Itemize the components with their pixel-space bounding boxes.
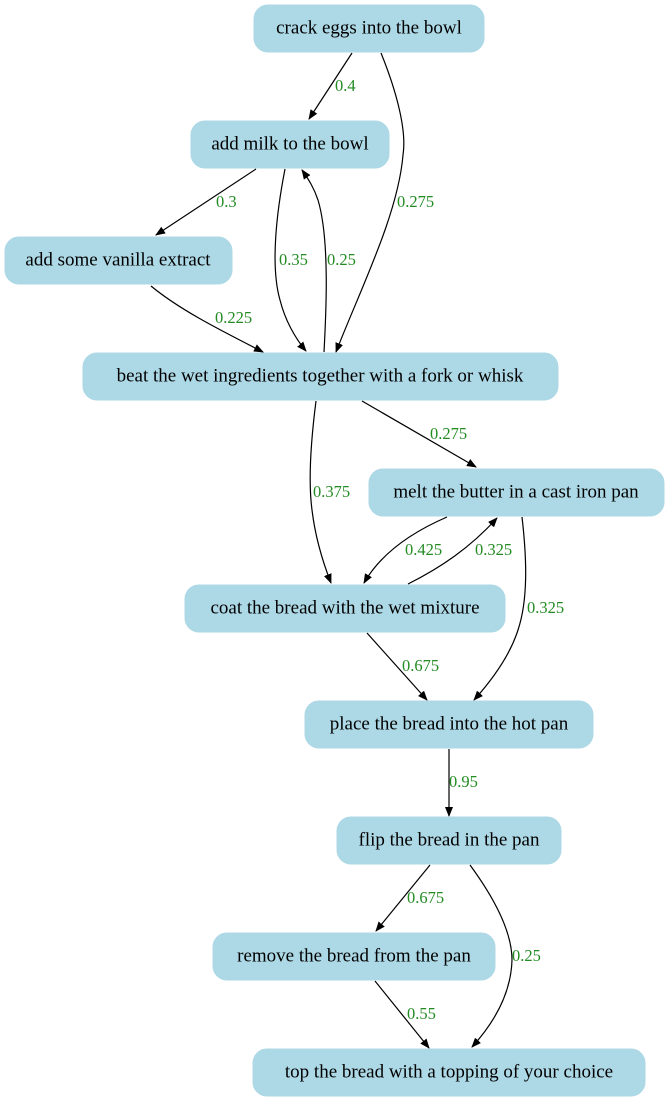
edge-coat-bread-to-melt-butter: 0.325 <box>407 517 512 585</box>
node-label: flip the bread in the pan <box>359 830 540 851</box>
edge-coat-bread-to-place-bread: 0.675 <box>366 632 439 701</box>
node-label: add some vanilla extract <box>25 250 211 271</box>
edge-weight-label: 0.25 <box>512 946 541 965</box>
edge-weight-label: 0.275 <box>430 424 467 443</box>
edge-melt-butter-to-place-bread: 0.325 <box>473 516 564 701</box>
node-remove-bread: remove the bread from the pan <box>212 932 496 981</box>
node-label: top the bread with a topping of your cho… <box>285 1062 613 1083</box>
edge-weight-label: 0.25 <box>327 250 356 269</box>
node-crack-eggs: crack eggs into the bowl <box>253 4 485 53</box>
edge-weight-label: 0.35 <box>279 250 308 269</box>
edge-weight-label: 0.375 <box>313 482 350 501</box>
node-beat-wet-ingredients: beat the wet ingredients together with a… <box>82 352 559 401</box>
edge-flip-bread-to-top-bread: 0.25 <box>469 864 541 1048</box>
node-label: beat the wet ingredients together with a… <box>117 366 524 387</box>
node-label: add milk to the bowl <box>211 134 368 155</box>
edge-flip-bread-to-remove-bread: 0.675 <box>375 864 444 932</box>
edges: 0.4 0.275 0.3 0.35 0.25 0.225 0.275 0.3 <box>150 52 564 1049</box>
node-add-milk: add milk to the bowl <box>190 120 390 169</box>
node-top-bread: top the bread with a topping of your cho… <box>252 1048 646 1097</box>
node-add-vanilla: add some vanilla extract <box>4 236 233 285</box>
edge-vanilla-to-beat: 0.225 <box>150 285 264 353</box>
edge-crack-eggs-to-add-milk: 0.4 <box>308 52 356 120</box>
edge-place-bread-to-flip-bread: 0.95 <box>445 749 478 817</box>
edge-weight-label: 0.95 <box>449 772 478 791</box>
edge-weight-label: 0.325 <box>475 540 512 559</box>
edge-add-milk-to-beat: 0.35 <box>274 168 308 352</box>
node-label: place the bread into the hot pan <box>330 714 569 735</box>
node-label: crack eggs into the bowl <box>276 18 462 39</box>
node-coat-bread: coat the bread with the wet mixture <box>184 584 506 633</box>
node-label: melt the butter in a cast iron pan <box>393 482 639 503</box>
edge-beat-to-add-milk: 0.25 <box>301 169 356 353</box>
edge-weight-label: 0.4 <box>335 76 356 95</box>
edge-weight-label: 0.425 <box>405 540 442 559</box>
edge-remove-bread-to-top-bread: 0.55 <box>374 980 436 1049</box>
nodes: crack eggs into the bowl add milk to the… <box>4 4 665 1097</box>
node-place-bread: place the bread into the hot pan <box>304 700 594 749</box>
edge-beat-to-melt-butter: 0.275 <box>361 400 477 468</box>
edge-weight-label: 0.675 <box>402 656 439 675</box>
edge-weight-label: 0.55 <box>407 1004 436 1023</box>
node-label: coat the bread with the wet mixture <box>210 598 479 619</box>
edge-weight-label: 0.3 <box>216 192 237 211</box>
edge-weight-label: 0.675 <box>407 888 444 907</box>
edge-weight-label: 0.325 <box>527 598 564 617</box>
edge-beat-to-coat-bread: 0.375 <box>309 400 350 584</box>
edge-weight-label: 0.275 <box>397 192 434 211</box>
node-flip-bread: flip the bread in the pan <box>336 816 562 865</box>
node-label: remove the bread from the pan <box>237 946 471 967</box>
edge-add-milk-to-vanilla: 0.3 <box>155 168 257 236</box>
edge-melt-butter-to-coat-bread: 0.425 <box>363 516 448 584</box>
edge-crack-eggs-to-beat: 0.275 <box>335 52 434 353</box>
edge-weight-label: 0.225 <box>215 308 252 327</box>
node-melt-butter: melt the butter in a cast iron pan <box>368 468 665 517</box>
